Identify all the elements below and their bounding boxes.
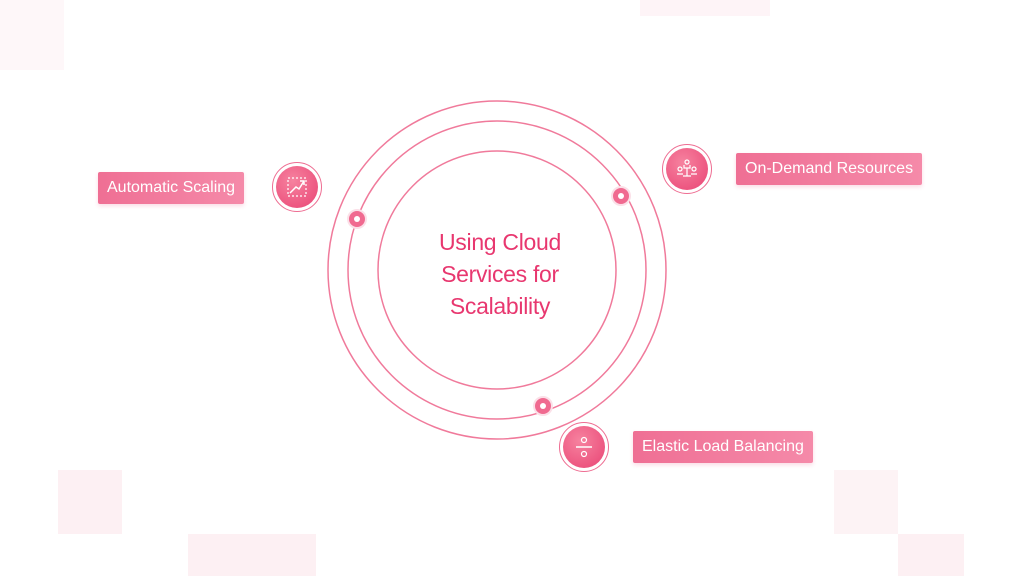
balance-divide-icon [576,436,592,458]
orbit-dot-elastic-load-balancing [533,396,553,416]
orbit-dot-automatic-scaling [347,209,367,229]
center-title-line: Using Cloud [439,229,561,255]
elastic-load-balancing-badge [559,422,609,472]
decor-square [58,470,122,534]
decor-square [834,470,898,534]
middle-ring [347,120,647,420]
center-title: Using Cloud Services for Scalability [400,226,600,322]
outer-ring [327,100,667,440]
center-title-line: Services for [441,261,559,287]
elastic-load-balancing-label: Elastic Load Balancing [633,431,813,463]
scaling-chart-icon [287,177,307,197]
decor-square [898,534,964,576]
on-demand-resources-badge [662,144,712,194]
orbit-dot-on-demand-resources [611,186,631,206]
people-network-icon [677,159,697,177]
automatic-scaling-label: Automatic Scaling [98,172,245,204]
inner-ring [377,150,617,390]
on-demand-resources-label: On-Demand Resources [736,153,923,185]
automatic-scaling-badge [272,162,322,212]
decor-square [188,534,316,576]
decor-square [0,0,64,70]
center-title-line: Scalability [449,293,551,319]
decor-square [640,0,770,16]
